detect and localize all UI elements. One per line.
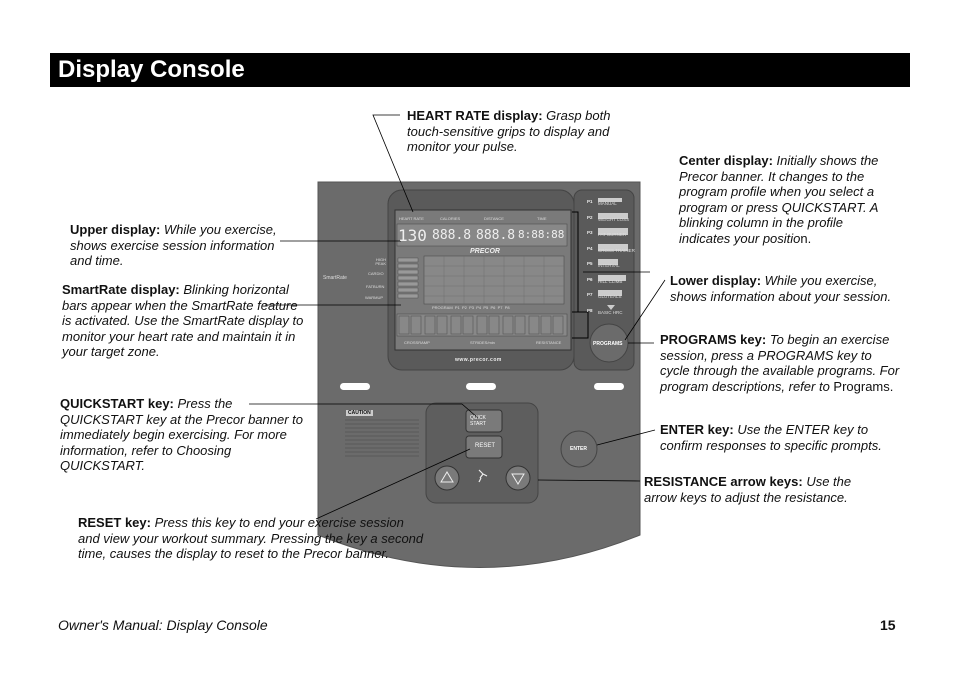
program-code-p8: P8 [587, 307, 593, 313]
program-code-p5: P5 [587, 261, 593, 266]
lower-header-strides: STRIDES/min [470, 340, 495, 345]
callout-reset: RESET key: Press this key to end your ex… [78, 515, 428, 562]
callout-smartrate-label: SmartRate display: [62, 282, 180, 297]
program-name-p8: BASIC HRC [598, 309, 623, 315]
callout-quickstart-text: Press the QUICKSTART key at the Precor b… [60, 396, 304, 473]
center-grid [424, 256, 564, 304]
callout-heart-rate: HEART RATE display: Grasp both touch-sen… [407, 108, 632, 155]
lower-bracket [572, 311, 589, 339]
zone-cardio: CARDIO [368, 271, 384, 276]
enter-key-label[interactable]: ENTER [570, 446, 587, 452]
upper-header-cal: CALORIES [440, 216, 461, 221]
callout-resistance-text: Use the arrow keys to adjust the resista… [644, 474, 852, 505]
slot-right [594, 383, 624, 390]
zone-fatburn: FATBURN [366, 284, 385, 289]
callout-quickstart: QUICKSTART key: Press the QUICKSTART key… [60, 396, 312, 474]
resistance-up-key [434, 465, 460, 491]
caution-title: CAUTION [346, 410, 373, 416]
program-code-p7: P7 [587, 292, 593, 297]
callout-heart-rate-text: Grasp both touch-sensitive grips to disp… [407, 108, 611, 154]
program-code-p3: P3 [587, 230, 593, 235]
program-name-p2: WEIGHT LOSS [598, 216, 630, 222]
callout-programs: PROGRAMS key: To begin an exercise sessi… [660, 332, 900, 394]
callout-lower-text: While you exercise, shows information ab… [670, 273, 892, 304]
upper-header-hr: HEART RATE [399, 216, 424, 221]
callout-resistance: RESISTANCE arrow keys: Use the arrow key… [644, 474, 884, 505]
callout-upper-text: While you exercise, shows exercise sessi… [70, 222, 277, 268]
callout-lower: Lower display: While you exercise, shows… [670, 273, 905, 304]
callout-center-text: Initially shows the Precor banner. It ch… [679, 153, 879, 246]
program-code-p6: P6 [587, 276, 593, 282]
program-name-p6: HILL CLIMB [598, 278, 623, 284]
program-code-p4: P4 [587, 245, 593, 251]
up-arrow-icon [440, 471, 454, 483]
console-url: www.precor.com [455, 357, 502, 363]
programs-row: PROGRAM P1 P2 P3 P4 P5 P6 P7 P8 [432, 305, 510, 310]
upper-digits-cal: 888.8 [432, 228, 472, 243]
callout-smartrate-text: Blinking horizontal bars appear when the… [62, 282, 304, 359]
caution-lines [345, 419, 419, 457]
reset-key-label[interactable]: RESET [475, 443, 496, 449]
upper-header-time: TIME [537, 216, 547, 221]
program-icons [598, 198, 628, 310]
callout-quickstart-label: QUICKSTART key: [60, 396, 174, 411]
down-arrow-icon [511, 473, 525, 485]
enter-key [560, 430, 598, 468]
program-name-p1: MANUAL [598, 201, 617, 206]
precor-brand: PRECOR [470, 248, 500, 255]
callout-enter-label: ENTER key: [660, 422, 734, 437]
lower-display [396, 313, 568, 337]
center-display [423, 255, 565, 305]
leader-lines [249, 114, 666, 520]
callout-programs-label: PROGRAMS key: [660, 332, 767, 347]
program-name-p5: INTERVAL [598, 263, 620, 268]
callout-resistance-label: RESISTANCE arrow keys: [644, 474, 803, 489]
callout-programs-tail: Programs. [833, 378, 894, 394]
lower-header-resistance: RESISTANCE [536, 340, 562, 345]
upper-header-dist: DISTANCE [484, 216, 504, 221]
quickstart-key-label[interactable]: QUICK START [470, 415, 486, 427]
page-title: Display Console [58, 56, 245, 83]
slot-left [340, 383, 370, 390]
lower-segments [398, 315, 564, 335]
lower-header-crossramp: CROSSRAMP [404, 340, 430, 345]
page-number: 15 [880, 617, 896, 633]
runner-icon [478, 469, 488, 483]
program-name-p4: CROSS TRAINER [598, 247, 635, 253]
program-code-p2: P2 [587, 214, 593, 220]
zone-high-peak: HIGH PEAK [375, 257, 386, 266]
callout-upper-label: Upper display: [70, 222, 161, 237]
callout-reset-label: RESET key: [78, 515, 151, 530]
upper-digits-time: 8:88:88 [518, 228, 565, 241]
slot-mid [466, 383, 496, 390]
callout-heart-rate-label: HEART RATE display: [407, 108, 543, 123]
callout-enter: ENTER key: Use the ENTER key to confirm … [660, 422, 900, 453]
zone-warmup: WARMUP [365, 295, 384, 300]
program-name-p3: FAT BURNER [598, 232, 627, 237]
smartrate-bars [397, 257, 419, 299]
callout-enter-text: Use the ENTER key to confirm responses t… [660, 422, 882, 453]
callout-upper: Upper display: While you exercise, shows… [70, 222, 285, 269]
resistance-down-key [505, 465, 531, 491]
page-footer: Owner's Manual: Display Console [58, 617, 268, 633]
programs-key-label[interactable]: PROGRAMS [593, 341, 623, 347]
upper-display [396, 223, 568, 247]
program-name-p7: GLUTEALS [598, 294, 622, 299]
reset-key [465, 435, 503, 459]
callout-lower-label: Lower display: [670, 273, 762, 288]
callout-reset-text: Press this key to end your exercise sess… [78, 515, 424, 561]
program-code-p1: P1 [587, 199, 593, 204]
upper-digits-dist: 888.8 [476, 228, 516, 243]
upper-digits-hr: 130 [398, 226, 427, 245]
callout-center-label: Center display: [679, 153, 773, 168]
callout-center-tail: n. [800, 230, 812, 246]
callout-programs-text: To begin an exercise session, press a PR… [660, 332, 900, 394]
smartrate-title: SmartRate [323, 275, 347, 281]
callout-center: Center display: Initially shows the Prec… [679, 153, 894, 246]
title-banner: Display Console [50, 53, 910, 87]
callout-smartrate: SmartRate display: Blinking horizontal b… [62, 282, 310, 360]
